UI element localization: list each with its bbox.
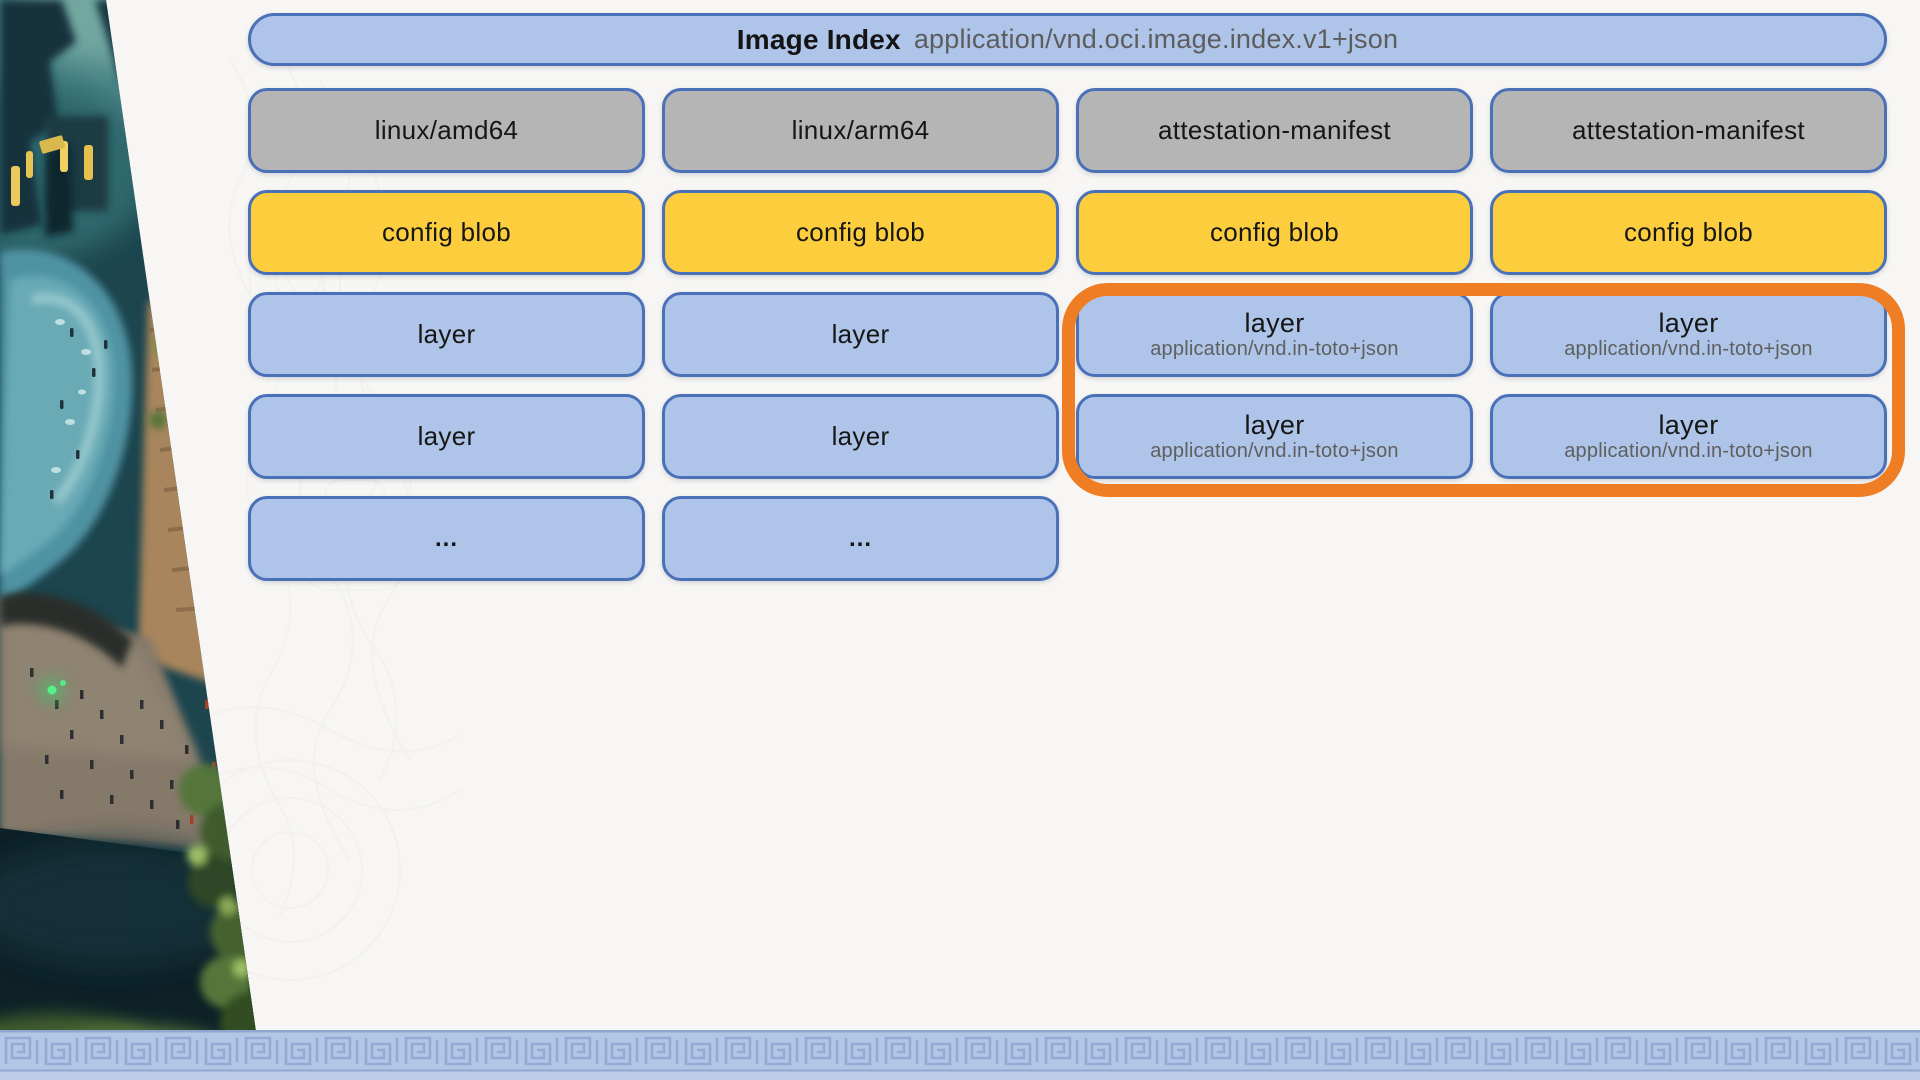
layer-media-type: application/vnd.in-toto+json	[1150, 337, 1399, 360]
config-label: config blob	[1209, 217, 1340, 248]
config-label: config blob	[381, 217, 512, 248]
config-label: config blob	[1623, 217, 1754, 248]
layer-label: layer	[1658, 307, 1719, 338]
config-blob-box: config blob	[1076, 190, 1473, 275]
manifest-grid: linux/amd64 linux/arm64 attestation-mani…	[248, 88, 1887, 581]
banner-title: Image Index	[736, 23, 901, 55]
image-index-banner: Image Index application/vnd.oci.image.in…	[248, 13, 1887, 66]
manifest-box-linux-amd64: linux/amd64	[248, 88, 645, 173]
layer-media-type: application/vnd.in-toto+json	[1564, 439, 1813, 462]
manifest-label: linux/arm64	[791, 115, 930, 146]
layer-box: layer	[248, 394, 645, 479]
manifest-box-attestation-1: attestation-manifest	[1076, 88, 1473, 173]
manifest-label: linux/amd64	[374, 115, 519, 146]
layer-box: layer	[662, 292, 1059, 377]
layer-label: layer	[417, 421, 476, 452]
config-blob-box: config blob	[662, 190, 1059, 275]
layer-box: layer	[248, 292, 645, 377]
config-label: config blob	[795, 217, 926, 248]
layer-label: layer	[831, 319, 890, 350]
config-blob-box: config blob	[1490, 190, 1887, 275]
manifest-label: attestation-manifest	[1158, 115, 1391, 146]
layer-label: layer	[831, 421, 890, 452]
attestation-layer-box: layer application/vnd.in-toto+json	[1490, 394, 1887, 479]
layer-label: layer	[417, 319, 476, 350]
meander-pattern	[0, 1030, 1920, 1080]
manifest-box-attestation-2: attestation-manifest	[1490, 88, 1887, 173]
more-layers-box: ...	[248, 496, 645, 581]
attestation-layer-box: layer application/vnd.in-toto+json	[1490, 292, 1887, 377]
manifest-label: attestation-manifest	[1572, 115, 1805, 146]
layer-label: layer	[1244, 409, 1305, 440]
more-layers-label: ...	[848, 524, 872, 552]
config-blob-box: config blob	[248, 190, 645, 275]
more-layers-label: ...	[434, 524, 458, 552]
layer-media-type: application/vnd.in-toto+json	[1564, 337, 1813, 360]
attestation-layer-box: layer application/vnd.in-toto+json	[1076, 292, 1473, 377]
attestation-layer-box: layer application/vnd.in-toto+json	[1076, 394, 1473, 479]
layer-media-type: application/vnd.in-toto+json	[1150, 439, 1399, 462]
layer-label: layer	[1244, 307, 1305, 338]
more-layers-box: ...	[662, 496, 1059, 581]
meander-border-band	[0, 1030, 1920, 1080]
manifest-box-linux-arm64: linux/arm64	[662, 88, 1059, 173]
banner-media-type: application/vnd.oci.image.index.v1+json	[913, 24, 1399, 54]
layer-label: layer	[1658, 409, 1719, 440]
layer-box: layer	[662, 394, 1059, 479]
